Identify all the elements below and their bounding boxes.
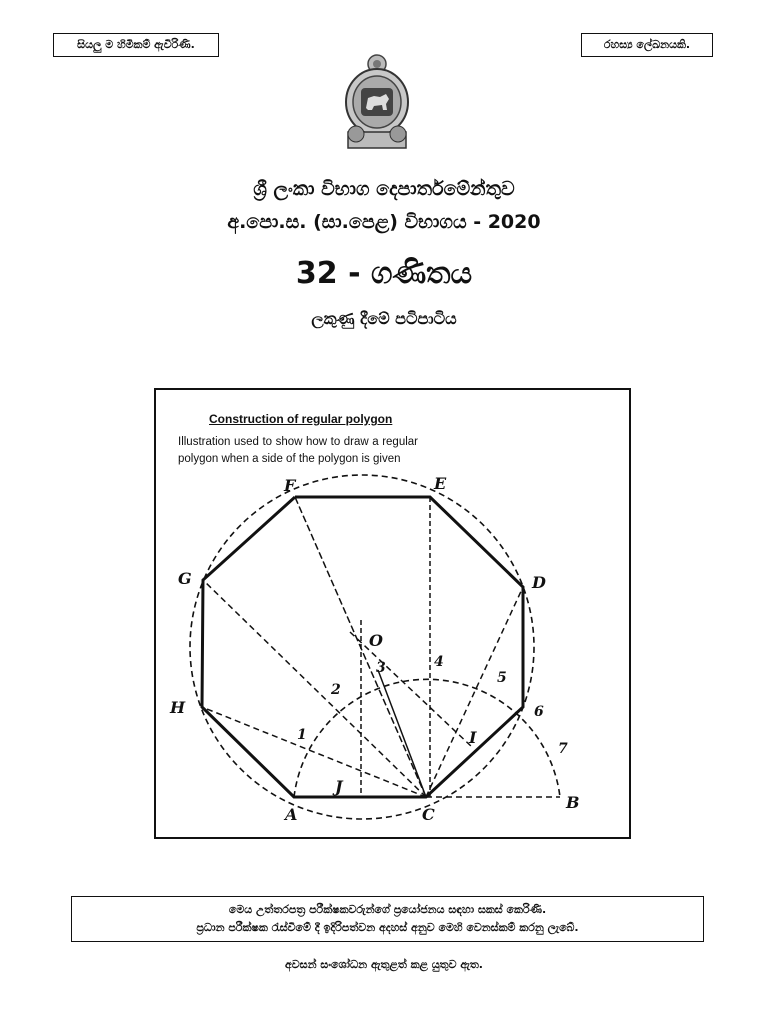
note-line-2: ප්‍රධාන පරීක්ෂක රැස්වීමේ දී ඉදිරිපත්වන අ… bbox=[196, 921, 579, 934]
label-B: B bbox=[565, 793, 580, 812]
label-F: F bbox=[283, 476, 297, 495]
subject-title: 32 - ගණිතය bbox=[295, 256, 473, 291]
footer-note: අවසන් සංශෝධන ඇතුළත් කළ යුතුව ඇත. bbox=[285, 958, 483, 971]
polygon-construction-figure: Construction of regular polygon Illustra… bbox=[154, 388, 631, 839]
arc-point-7: 7 bbox=[558, 741, 568, 757]
label-I: I bbox=[468, 728, 477, 747]
arc-point-2: 2 bbox=[330, 682, 341, 698]
marking-scheme-title: ලකුණු දීමේ පටිපාටිය bbox=[311, 309, 457, 328]
confidential-text: රහස්‍ය ලේඛනයකි. bbox=[603, 38, 691, 51]
department-title: ශ්‍රී ලංකා විභාග දෙපාර්තමේන්තුව bbox=[253, 178, 515, 200]
arc-point-4: 4 bbox=[434, 654, 444, 670]
octagon-construction-diagram: F E G D H O A C B J I 1 2 3 4 5 6 7 bbox=[169, 474, 580, 824]
label-G: G bbox=[178, 569, 192, 588]
label-O: O bbox=[369, 631, 383, 650]
label-H: H bbox=[169, 698, 186, 717]
note-line-1: මෙය උත්තරපත්‍ර පරීක්ෂකවරුන්ගේ ප්‍රයෝජනය … bbox=[228, 903, 547, 916]
label-D: D bbox=[531, 573, 546, 592]
state-emblem-icon bbox=[340, 52, 414, 152]
figure-title: Construction of regular polygon bbox=[209, 412, 393, 426]
arc-point-1: 1 bbox=[297, 727, 307, 743]
label-J: J bbox=[332, 777, 344, 796]
arc-point-5: 5 bbox=[497, 670, 507, 686]
confidential-tag: රහස්‍ය ලේඛනයකි. bbox=[581, 33, 713, 57]
examiner-note-box: මෙය උත්තරපත්‍ර පරීක්ෂකවරුන්ගේ ප්‍රයෝජනය … bbox=[71, 896, 704, 942]
arc-point-3: 3 bbox=[376, 660, 386, 676]
exam-title: අ.පො.ස. (සා.පෙළ) විභාගය - 2020 bbox=[227, 211, 541, 233]
rights-reserved-text: සියලු ම හිමිකම් ඇවිරිණි. bbox=[77, 38, 195, 51]
figure-description: Illustration used to show how to draw a … bbox=[178, 436, 418, 465]
label-A: A bbox=[283, 805, 297, 824]
arc-point-6: 6 bbox=[534, 704, 544, 720]
rights-reserved-tag: සියලු ම හිමිකම් ඇවිරිණි. bbox=[53, 33, 219, 57]
label-E: E bbox=[433, 474, 447, 493]
label-C: C bbox=[422, 805, 435, 824]
